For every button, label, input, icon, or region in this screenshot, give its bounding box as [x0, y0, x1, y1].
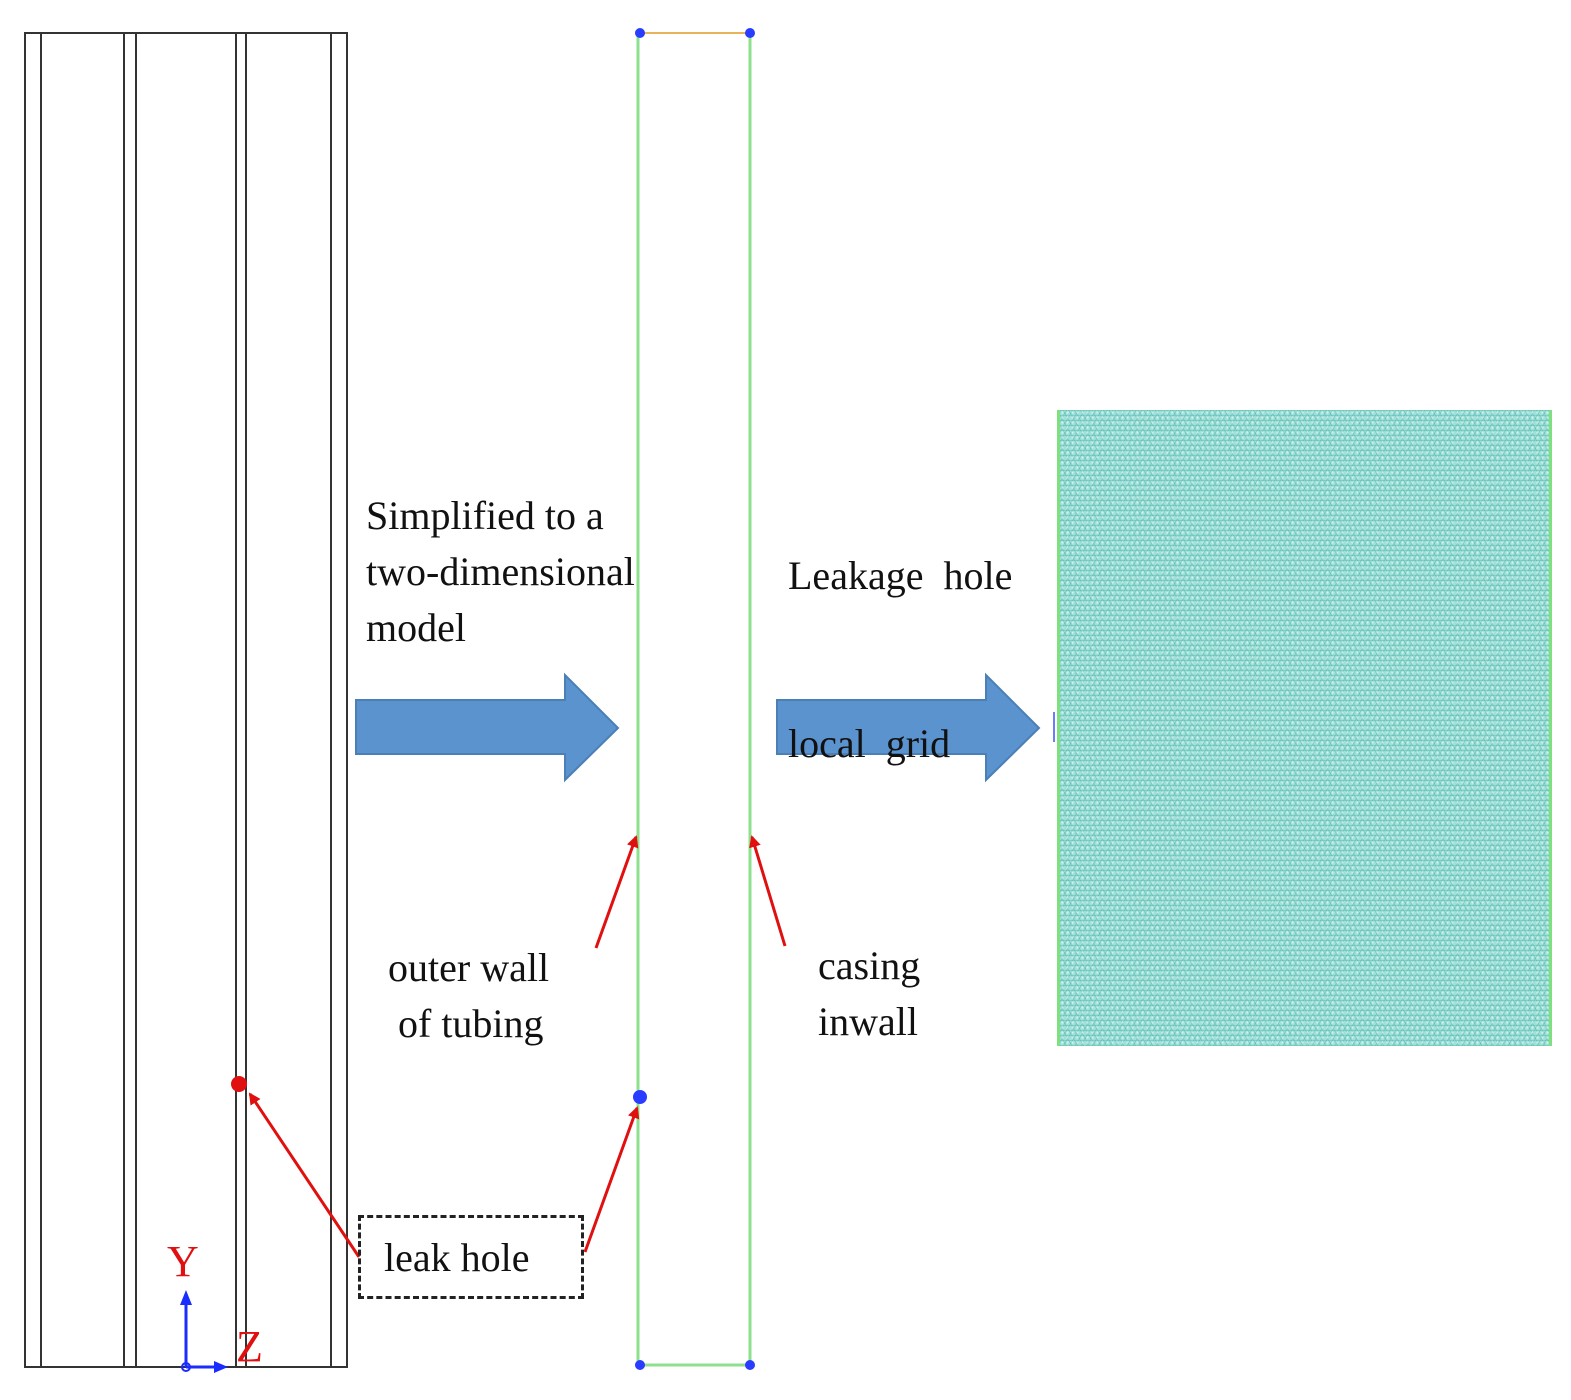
- outer-wall-label: outer wall of tubing: [388, 940, 549, 1052]
- axis-z-label: Z: [236, 1322, 263, 1371]
- casing-line-1: casing: [818, 943, 921, 988]
- axis-origin: [181, 1362, 191, 1372]
- leakage-grid-line-2: local grid: [788, 721, 951, 766]
- arrow-to-leak-hole-3d: [248, 1092, 361, 1258]
- outer-wall-line-2: of tubing: [398, 1001, 544, 1046]
- casing-line-2: inwall: [818, 999, 918, 1044]
- grid-arrow: [776, 672, 1041, 783]
- node-top-left: [635, 28, 645, 38]
- casing-inwall-label: casing inwall: [818, 938, 920, 1050]
- local-grid-mesh: [1057, 410, 1552, 1046]
- simplified-line-2: two-dimensional: [366, 549, 635, 594]
- arrow-to-outer-wall: [594, 835, 639, 949]
- outer-wall-line-1: outer wall: [388, 945, 550, 990]
- node-bottom-right: [745, 1360, 755, 1370]
- leak-hole-dot-3d: [231, 1076, 247, 1092]
- simplified-label: Simplified to a two-dimensional model: [366, 488, 635, 656]
- axis-triad: [180, 1290, 228, 1373]
- leak-hole-label: leak hole: [384, 1235, 530, 1280]
- simplify-arrow: [355, 672, 620, 783]
- leakage-grid-label: Leakage hole local grid: [788, 436, 1012, 828]
- simplified-line-1: Simplified to a: [366, 493, 604, 538]
- simplified-line-3: model: [366, 605, 466, 650]
- two-dimensional-model: [633, 28, 755, 1370]
- arrow-to-casing-inwall: [749, 835, 787, 947]
- node-bottom-left: [635, 1360, 645, 1370]
- axis-y-label: Y: [167, 1237, 199, 1286]
- leak-hole-callout-box: [358, 1215, 584, 1299]
- z-axis-head: [214, 1361, 228, 1373]
- arrow-to-leak-hole-2d: [583, 1106, 640, 1253]
- node-top-right: [745, 28, 755, 38]
- leak-hole-dot-2d: [633, 1090, 647, 1104]
- leakage-grid-line-1: Leakage hole: [788, 553, 1013, 598]
- y-axis-head: [180, 1290, 192, 1305]
